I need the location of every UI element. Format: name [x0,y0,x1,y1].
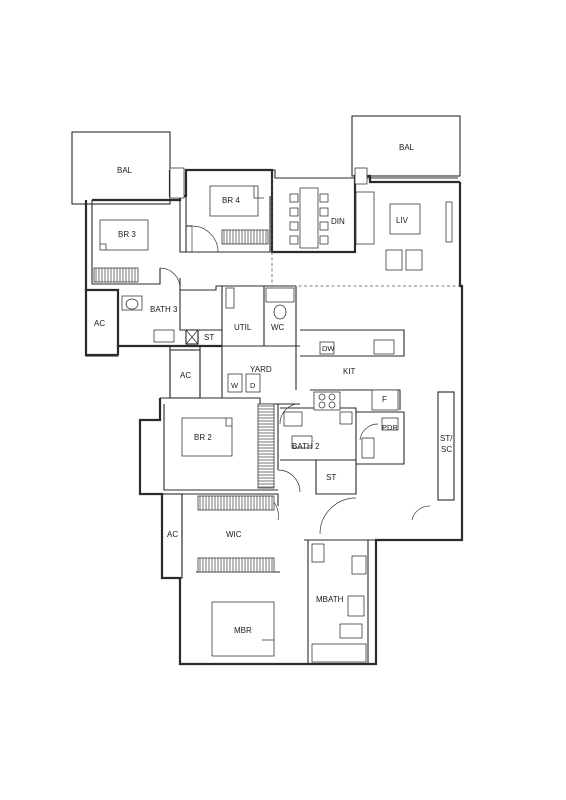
room-label-liv: LIV [396,216,409,225]
room-label-util: UTIL [234,323,252,332]
ac-ledges [85,289,201,579]
room-label-bath2: BATH 2 [292,442,320,451]
room-label-wic: WIC [226,530,242,539]
room-label-mbath: MBATH [316,595,344,604]
room-label-dw: DW [322,344,335,353]
room-label-br3: BR 3 [118,230,136,239]
room-label-bal-left: BAL [117,166,133,175]
room-label-ac-bot: AC [167,530,178,539]
room-label-bal-right: BAL [399,143,415,152]
wardrobes [93,229,275,573]
room-label-br2: BR 2 [194,433,212,442]
room-label-mbr: MBR [234,626,252,635]
balcony-right [351,115,461,177]
room-label-ac-top: AC [94,319,105,328]
dining-set [289,187,329,249]
room-label-f: F [382,395,387,404]
living-set [355,191,453,271]
room-label-w: W [231,381,239,390]
interior-walls [91,170,455,664]
doors [159,225,431,535]
room-label-br4: BR 4 [222,196,240,205]
room-label-st-top: ST [204,333,214,342]
room-label-st-sc-line1: ST/ [440,434,453,443]
beds [99,185,275,657]
fixtures [121,167,399,663]
room-label-ac-mid: AC [180,371,191,380]
room-label-st-mid: ST [326,473,336,482]
room-label-d: D [250,381,256,390]
room-label-pdr: PDR [382,423,398,432]
room-label-bath3: BATH 3 [150,305,178,314]
room-label-kit: KIT [343,367,356,376]
room-label-din: DIN [331,217,345,226]
room-label-st-sc-line2: SC [441,445,452,454]
room-label-yard: YARD [250,365,272,374]
room-label-wc: WC [271,323,285,332]
